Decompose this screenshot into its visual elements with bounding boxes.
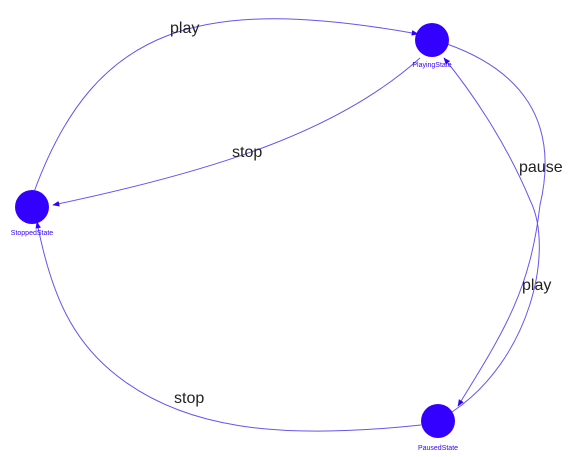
edge-paused-to-stopped xyxy=(35,221,422,432)
edge-label-paused-to-playing: play xyxy=(522,277,551,294)
edge-label-stopped-to-playing: play xyxy=(170,20,199,37)
state-node-paused-circle xyxy=(421,404,455,438)
edge-label-playing-to-paused: pause xyxy=(519,159,563,176)
edge-stopped-to-playing xyxy=(33,18,419,193)
state-node-stopped-circle xyxy=(15,190,49,224)
state-node-stopped[interactable]: StoppedState xyxy=(11,190,54,237)
state-node-playing[interactable]: PlayingState xyxy=(412,23,452,69)
edge-label-playing-to-stopped: stop xyxy=(232,144,262,161)
edge-label-paused-to-stopped: stop xyxy=(174,390,204,407)
state-label-playing: PlayingState xyxy=(412,62,451,69)
state-node-playing-circle xyxy=(415,23,449,57)
edge-playing-to-stopped xyxy=(52,57,421,207)
edge-playing-to-paused xyxy=(446,43,546,407)
edge-paused-to-playing xyxy=(443,57,540,413)
state-node-paused[interactable]: PausedState xyxy=(418,404,458,452)
state-label-stopped: StoppedState xyxy=(11,230,54,237)
state-label-paused: PausedState xyxy=(418,445,458,452)
